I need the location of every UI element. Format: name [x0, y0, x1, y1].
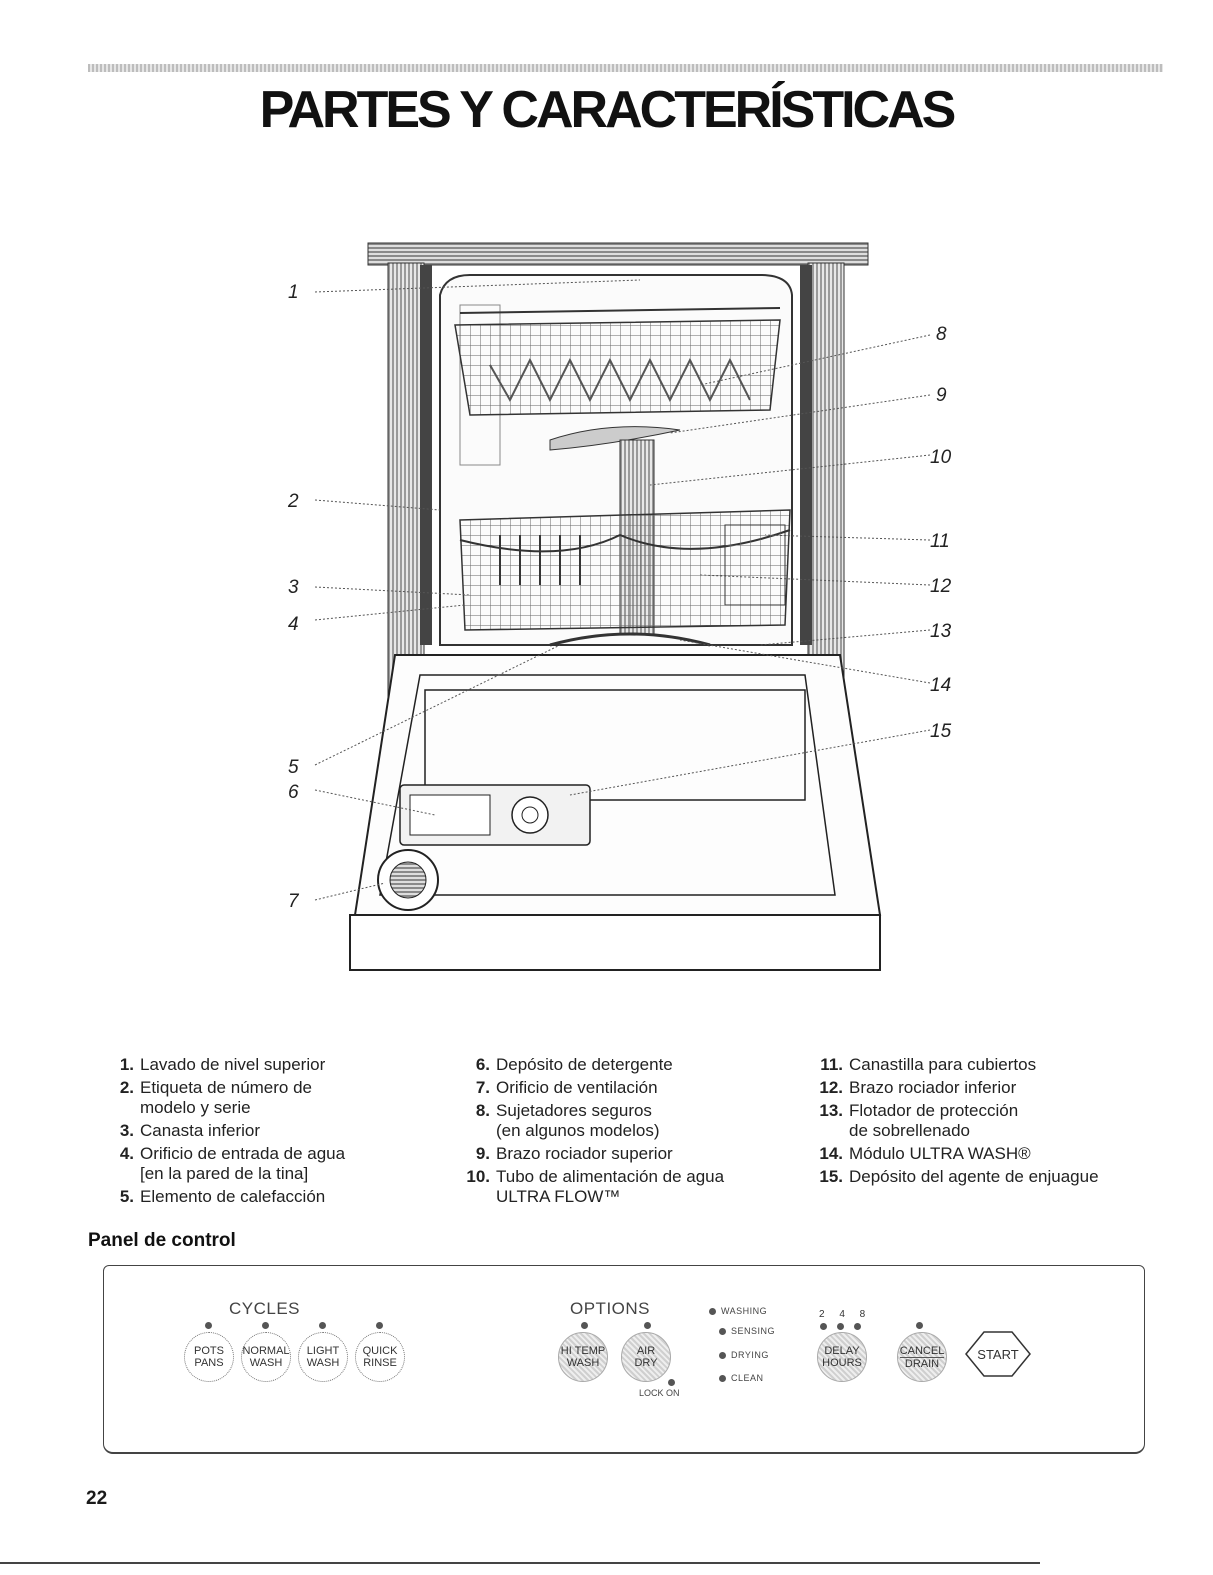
status-washing: WASHING	[709, 1306, 767, 1316]
callout-7: 7	[288, 891, 300, 912]
part-item: 7.Orificio de ventilación	[475, 1078, 658, 1097]
part-item: 9.Brazo rociador superior	[475, 1144, 673, 1163]
start-button-shape: START	[965, 1331, 1031, 1377]
status-sensing: SENSING	[719, 1326, 775, 1336]
callout-13: 13	[930, 621, 952, 642]
callout-11: 11	[930, 531, 950, 552]
callout-1: 1	[288, 282, 299, 303]
callout-4: 4	[288, 614, 299, 635]
callout-2: 2	[287, 491, 299, 512]
status-light	[709, 1308, 716, 1315]
part-item: 5.Elemento de calefacción	[119, 1187, 326, 1206]
status-drying: DRYING	[719, 1350, 769, 1360]
part-item: 3.Canasta inferior	[119, 1121, 261, 1140]
callout-12: 12	[930, 576, 952, 597]
callout-5: 5	[288, 757, 299, 778]
part-item: 4.Orificio de entrada de agua[en la pare…	[119, 1144, 346, 1183]
part-item: 1.Lavado de nivel superior	[119, 1055, 326, 1074]
callout-6: 6	[288, 782, 299, 803]
part-item: 6.Depósito de detergente	[475, 1055, 673, 1074]
cycle-indicator-light	[376, 1322, 383, 1329]
callout-3: 3	[288, 577, 299, 598]
cycle-indicator-light	[205, 1322, 212, 1329]
bottom-rule	[0, 1562, 1040, 1564]
part-item: 12.Brazo rociador inferior	[819, 1078, 1017, 1097]
callout-9: 9	[936, 385, 947, 406]
option-indicator-light	[644, 1322, 651, 1329]
parts-list-column-1: 1.Lavado de nivel superior 2.Etiqueta de…	[104, 1055, 444, 1210]
delay-hour-light	[854, 1323, 861, 1330]
top-rule	[88, 64, 1163, 72]
cycle-indicator-light	[319, 1322, 326, 1329]
status-light	[719, 1328, 726, 1335]
callout-10: 10	[930, 447, 952, 468]
dishwasher-illustration: 1 2 3 4 5 6 7 8 9 10 11 12 13 14 15	[260, 235, 980, 985]
part-item: 15.Depósito del agente de enjuague	[819, 1167, 1099, 1186]
callout-14: 14	[930, 675, 951, 696]
delay-hours-values: 2 4 8	[819, 1309, 872, 1320]
options-label: OPTIONS	[570, 1299, 651, 1318]
parts-list-column-3: 11.Canastilla para cubiertos 12.Brazo ro…	[813, 1055, 1153, 1190]
status-clean: CLEAN	[719, 1373, 764, 1383]
status-light	[719, 1375, 726, 1382]
cycles-label: CYCLES	[229, 1299, 301, 1318]
start-label: START	[977, 1347, 1018, 1362]
control-panel-heading: Panel de control	[88, 1230, 236, 1251]
callout-8: 8	[936, 324, 947, 345]
cycle-indicator-light	[262, 1322, 269, 1329]
cancel-indicator-light	[916, 1322, 923, 1329]
delay-hour-light	[820, 1323, 827, 1330]
part-item: 14.Módulo ULTRA WASH®	[819, 1144, 1031, 1163]
part-item: 11.Canastilla para cubiertos	[820, 1055, 1037, 1074]
lock-indicator-light	[668, 1379, 675, 1386]
lock-on-label: LOCK ON	[639, 1388, 680, 1398]
option-indicator-light	[581, 1322, 588, 1329]
delay-hour-light	[837, 1323, 844, 1330]
part-item: 8.Sujetadores seguros(en algunos modelos…	[475, 1101, 660, 1140]
parts-list-column-2: 6.Depósito de detergente 7.Orificio de v…	[460, 1055, 790, 1210]
page-number: 22	[86, 1488, 108, 1509]
page-title: PARTES Y CARACTERÍSTICAS	[259, 81, 957, 139]
callout-15: 15	[930, 721, 952, 742]
status-light	[719, 1352, 726, 1359]
dishwasher-drawing: 1 2 3 4 5 6 7 8 9 10 11 12 13 14 15	[287, 242, 952, 971]
start-button[interactable]: START	[962, 1326, 1034, 1382]
